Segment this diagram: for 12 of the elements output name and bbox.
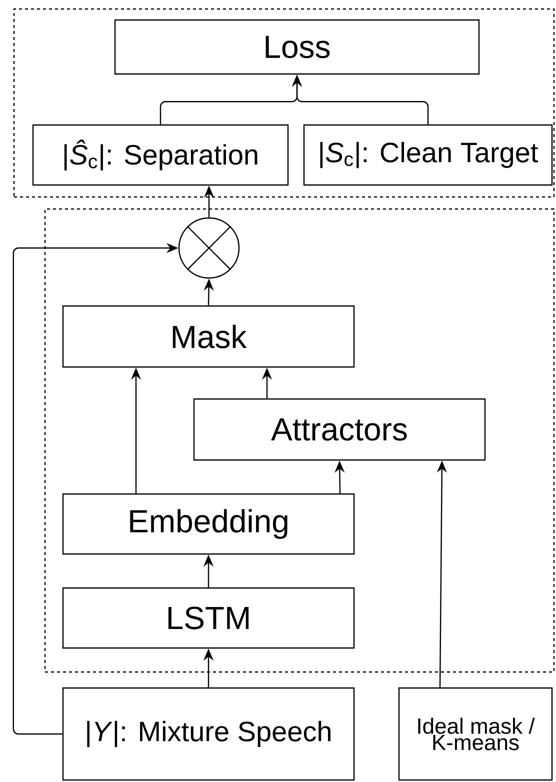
process-box: |Y|: Mixture Speech (62, 687, 355, 781)
multiply-circle (178, 217, 240, 279)
process-box: LSTM (62, 587, 355, 649)
process-box: Loss (114, 19, 480, 75)
process-box: Ideal mask / K-means (398, 687, 553, 781)
dashed-frame (13, 8, 555, 198)
process-box: |S$_{c}$|: Clean Target (303, 124, 553, 186)
process-box: Embedding (62, 493, 355, 555)
process-box: Mask (62, 305, 355, 368)
process-box: Attractors (193, 398, 486, 461)
dashed-frame (44, 208, 555, 673)
process-box: |Ŝ$_{c}$|: Separation (32, 124, 289, 186)
